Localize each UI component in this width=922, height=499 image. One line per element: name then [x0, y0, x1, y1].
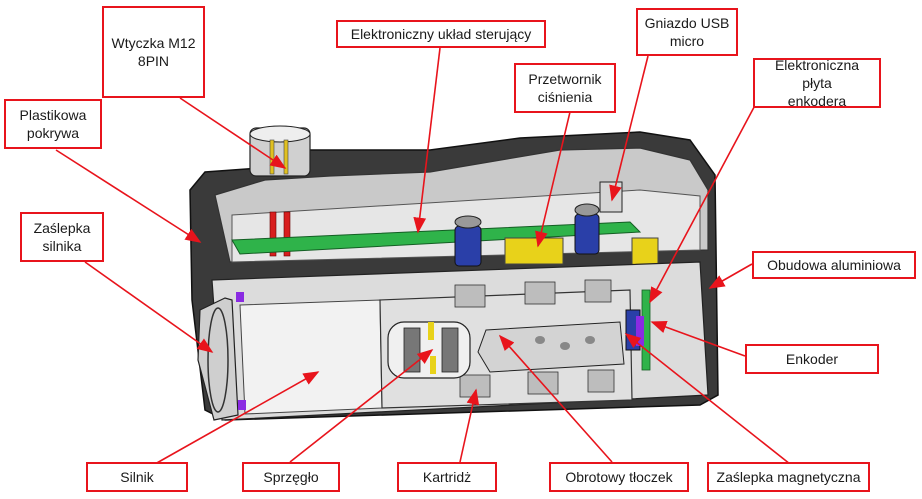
pcb-capacitor-2-top: [574, 203, 600, 217]
motor-cap-clip-1: [236, 292, 244, 302]
plug-pin-1: [269, 139, 275, 175]
cartridge-rib-5: [527, 371, 559, 395]
label-m12-plug: Wtyczka M12 8PIN: [102, 6, 205, 98]
cartridge-rib-6: [587, 369, 615, 393]
label-magnetic-cap: Zaślepka magnetyczna: [707, 462, 870, 492]
piston-hole-1: [535, 336, 545, 344]
encoder-disc: [636, 316, 644, 346]
pcb-capacitor-1: [454, 225, 482, 267]
label-coupling: Sprzęgło: [242, 462, 340, 492]
coupling-yellow-1: [428, 322, 434, 340]
coupling-insert-1: [403, 327, 421, 373]
usb-socket: [599, 181, 623, 213]
plug-pin-2: [283, 139, 289, 175]
label-rotary-piston: Obrotowy tłoczek: [549, 462, 689, 492]
coupling-insert-2: [441, 327, 459, 373]
pressure-transducer-block: [504, 237, 564, 265]
pcb-capacitor-1-top: [454, 215, 482, 229]
label-cartridge: Kartridż: [397, 462, 497, 492]
label-motor-cap: Zaślepka silnika: [20, 212, 104, 262]
pcb-capacitor-2: [574, 213, 600, 255]
label-encoder-pcb: Elektroniczna płyta enkodera: [753, 57, 881, 109]
rotary-piston: [477, 321, 625, 373]
label-motor: Silnik: [86, 462, 188, 492]
m12-plug-top: [249, 125, 311, 143]
cartridge-rib-2: [524, 281, 556, 305]
label-pressure-transducer: Przetwornik ciśnienia: [514, 63, 616, 113]
cartridge-rib-4: [459, 374, 491, 398]
piston-hole-3: [585, 336, 595, 344]
label-aluminium-housing: Obudowa aluminiowa: [752, 251, 916, 279]
motor-cavity: [239, 299, 383, 415]
coupling-yellow-2: [430, 356, 436, 374]
label-plastic-cover: Plastikowa pokrywa: [4, 99, 102, 149]
plug-wire-2: [283, 211, 291, 257]
motor-cap-clip-2: [238, 400, 246, 410]
plug-wire-1: [269, 211, 277, 257]
piston-hole-2: [560, 342, 570, 350]
label-control-electronics: Elektroniczny układ sterujący: [336, 20, 546, 48]
cartridge-rib-3: [584, 279, 612, 303]
label-usb-socket: Gniazdo USB micro: [636, 8, 738, 56]
cartridge-rib-1: [454, 284, 486, 308]
label-encoder: Enkoder: [745, 344, 879, 374]
